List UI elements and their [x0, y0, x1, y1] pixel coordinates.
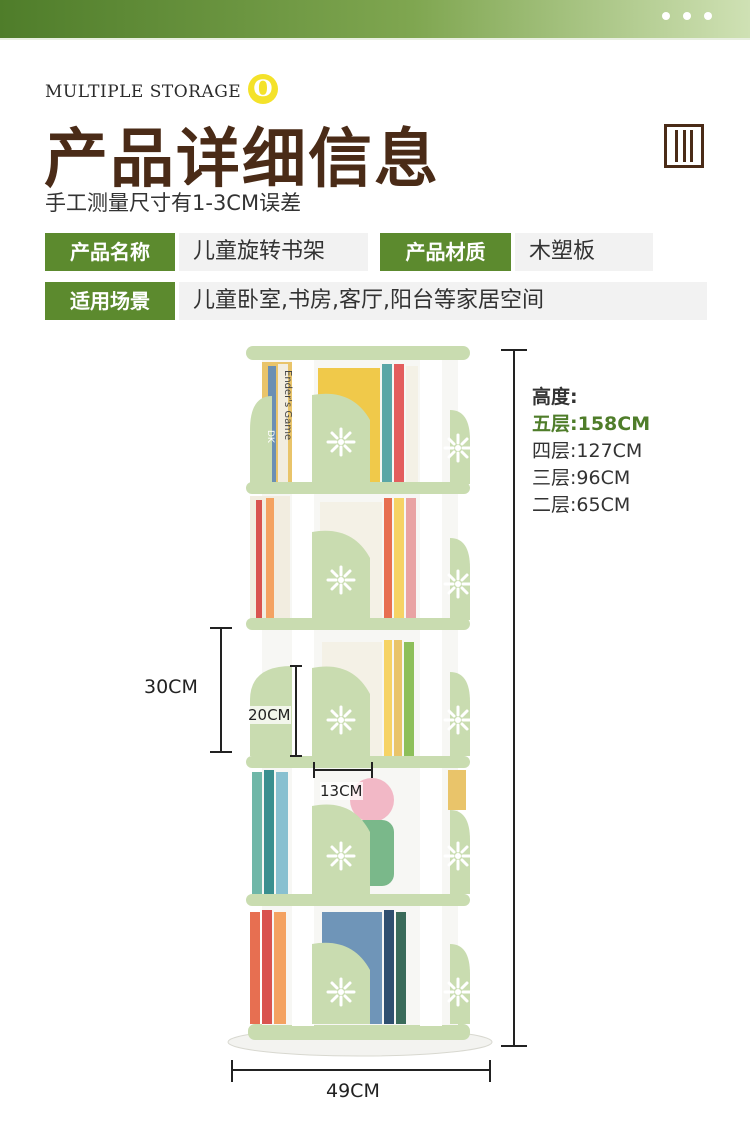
height-list: 高度: 五层:158CM 四层:127CM 三层:96CM 二层:65CM: [532, 384, 650, 519]
book-spine-title: Ender's Game: [282, 370, 293, 441]
info-row-scene: 适用场景 儿童卧室,书房,客厅,阳台等家居空间: [45, 282, 707, 320]
shelf-height-label: 30CM: [144, 676, 198, 698]
total-height-dimension: [501, 349, 527, 1047]
material-value: 木塑板: [515, 233, 653, 271]
english-subtitle: MULTIPLE STORAGE: [45, 82, 242, 102]
more-dots-icon[interactable]: [662, 12, 712, 20]
height-heading: 高度:: [532, 386, 578, 408]
o-badge-icon: O: [248, 74, 278, 104]
inner-height-label: 20CM: [248, 706, 291, 724]
product-name-value: 儿童旋转书架: [179, 233, 368, 271]
book-spine-dk: DK: [265, 430, 275, 443]
dot: [683, 12, 691, 20]
shelf-tier: [250, 630, 473, 760]
shelf-tier: [250, 355, 473, 485]
dot: [662, 12, 670, 20]
inner-width-label: 13CM: [320, 782, 363, 800]
inner-height-dimension: [290, 665, 302, 757]
info-row-name-material: 产品名称 儿童旋转书架 产品材质 木塑板: [45, 233, 653, 271]
shelf-tier: [250, 906, 473, 1026]
page-title: 产品详细信息: [44, 122, 440, 197]
material-label: 产品材质: [380, 233, 511, 271]
top-banner: [0, 0, 750, 38]
inner-width-dimension: [313, 762, 373, 778]
shelf-height-dimension: [210, 627, 232, 753]
height-tier-2: 二层:65CM: [532, 494, 631, 516]
width-dimension: [231, 1060, 491, 1082]
scene-value: 儿童卧室,书房,客厅,阳台等家居空间: [179, 282, 707, 320]
shelf-tier: [250, 494, 473, 622]
scene-label: 适用场景: [45, 282, 175, 320]
banner-divider: [0, 38, 750, 40]
dot: [704, 12, 712, 20]
height-tier-5: 五层:158CM: [532, 413, 651, 435]
height-tier-4: 四层:127CM: [532, 440, 643, 462]
height-tier-3: 三层:96CM: [532, 467, 631, 489]
width-label: 49CM: [326, 1080, 380, 1102]
product-name-label: 产品名称: [45, 233, 175, 271]
list-icon: [664, 124, 704, 168]
tolerance-note: 手工测量尺寸有1-3CM误差: [45, 191, 302, 215]
